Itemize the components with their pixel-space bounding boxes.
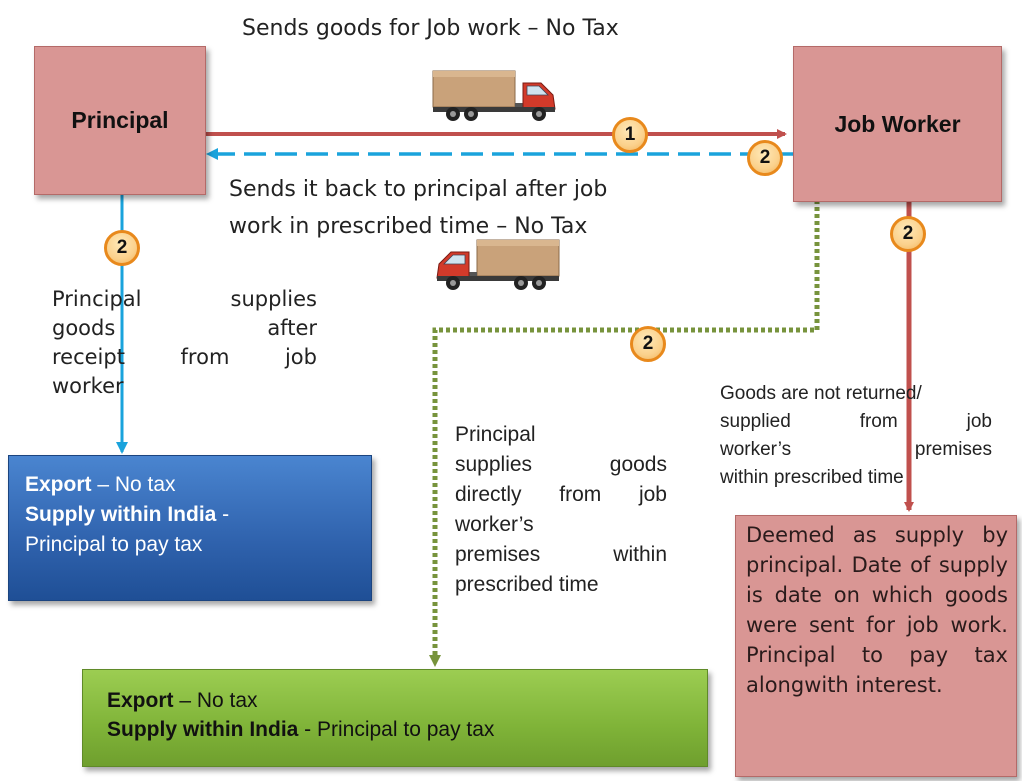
direct-supply-outcome-box: Export – No tax Supply within India - Pr… [82,669,708,767]
delivery-truck-icon [432,70,556,121]
principal-outcome-box: Export – No tax Supply within India - Pr… [8,455,372,601]
left-supply-text: Principal supplies goods after receipt f… [52,287,317,398]
middle-supply-text: Principal supplies goods directly from j… [455,423,667,596]
job-worker-node: Job Worker [793,46,1002,202]
step-1-badge: 1 [612,117,648,153]
direct-supply-arrow [429,200,820,667]
send-goods-label: Sends goods for Job work – No Tax [242,16,619,41]
delivery-truck-icon [436,239,560,290]
step-2-left-badge: 2 [104,230,140,266]
step-2-return-badge: 2 [747,140,783,176]
right-not-returned-text: Goods are not returned/ supplied from jo… [720,383,992,488]
principal-node: Principal [34,46,206,195]
job-worker-label: Job Worker [834,110,961,137]
deemed-supply-box: Deemed as supply by principal. Date of s… [735,515,1017,777]
step-2-right-badge: 2 [890,216,926,252]
send-back-label: Sends it back to principal after job wor… [229,177,608,239]
principal-label: Principal [71,107,169,133]
step-2-middle-badge: 2 [630,326,666,362]
